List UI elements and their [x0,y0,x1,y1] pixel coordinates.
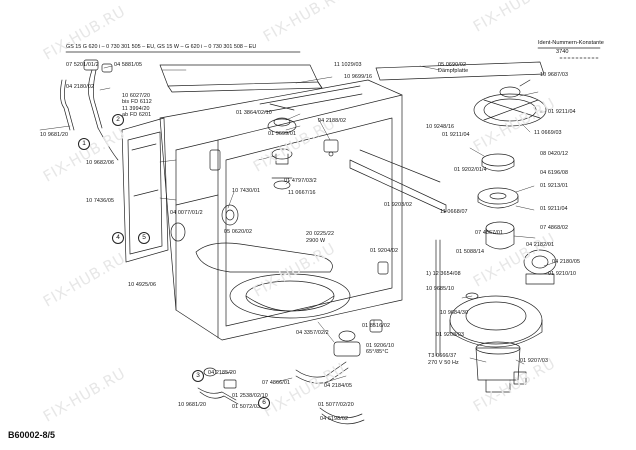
part-label: 04 2182/01 [526,242,555,248]
part-label: 04 3357/02/2 [296,330,329,336]
callout-2: 2 [112,114,124,126]
callout-3: 3 [192,370,204,382]
part-label: 04 6198/02 [320,416,349,422]
part-label: Dämpfplatte [438,68,469,74]
part-label: 07 5201/01/2 [66,62,99,68]
part-label: 01 9203/02 [384,202,413,208]
part-label: 07 4866/01 [262,380,291,386]
part-label: 01 9211/04 [540,206,568,212]
part-label: 04 6196/08 [540,170,569,176]
part-label: 20 0225/22 [306,231,335,237]
part-label: 01 9699/01 [268,131,297,137]
part-label: 01 9211/04 [442,132,470,138]
part-label: 10 9684/30 [440,310,469,316]
part-label: 01 9206/10 [366,343,395,349]
part-label: 2900 W [306,238,326,244]
part-label: 04 5881/05 [114,62,143,68]
document-number: B60002-8/5 [8,430,56,440]
part-label: 04 2188/02 [318,118,347,124]
ident-label: Ident-Nummern-Konstante [538,40,604,46]
part-label: 01 9211/04 [548,109,576,115]
part-label: 10 9685/10 [426,286,455,292]
part-label: 01 2538/02/10 [232,393,268,399]
part-label: 01 9210/10 [548,271,577,277]
part-label: 01 9213/01 [540,183,569,189]
callout-5: 5 [138,232,150,244]
part-label: 01 8516/02 [362,323,391,329]
part-label: 10 9687/03 [540,72,569,78]
part-label: 11 3994/20 [122,106,150,112]
part-label: 11 0667/16 [288,190,316,196]
part-label: 01 5088/14 [456,249,485,255]
part-label: 10 9682/06 [86,160,115,166]
part-label: 270 V 50 Hz [428,360,459,366]
part-label: 10 6027/20 [122,93,151,99]
part-label: 01 9204/02 [370,248,399,254]
part-label: 05 0690/02 [438,62,467,68]
part-label: 10 9681/20 [40,132,69,138]
model-header: GS 15 G 620 i – 0 730 301 505 – EU, GS 1… [66,44,257,50]
part-label: 01 4797/03/2 [284,178,317,184]
part-label: 10 9699/16 [344,74,373,80]
part-label: 65°/85°C [366,349,389,355]
part-label: 11 1029/03 [334,62,362,68]
part-label: 04 2185/20 [208,370,237,376]
callout-1: 1 [78,138,90,150]
part-label: 04 0077/01/2 [170,210,203,216]
part-label: 11 0669/03 [534,130,562,136]
part-label: 01 5077/02/20 [318,402,354,408]
part-label: 1) 12 3654/08 [426,271,461,277]
part-label: 07 4867/01 [475,230,504,236]
part-label: 01 9202/01/4 [454,167,487,173]
part-label: 10 9681/20 [178,402,207,408]
callout-6: 6 [258,397,270,409]
callout-4: 4 [112,232,124,244]
part-label: 04 2180/02 [66,84,95,90]
part-label: 01 9207/03 [520,358,549,364]
part-label: ab FD 6201 [122,112,152,118]
part-label: 10 7436/05 [86,198,115,204]
part-label: T3 0666/37 [428,353,457,359]
part-label: 04 2184/05 [324,383,353,389]
part-label: 07 4868/02 [540,225,569,231]
part-label: 01 3864/02/10 [236,110,272,116]
part-label: 10 4925/06 [128,282,157,288]
part-label: 04 2180/05 [552,259,581,265]
part-label: 10 7430/01 [232,188,261,194]
part-label: 05 0620/02 [224,229,253,235]
ident-value: 3740 [556,49,569,55]
part-label: 01 5072/03 [232,404,261,410]
part-label: 10 9248/16 [426,124,455,130]
part-label: bis FD 6112 [122,99,152,105]
part-label: 01 9208/03 [436,332,465,338]
part-label: 08 0420/12 [540,151,569,157]
part-label: 11 0668/07 [440,209,468,215]
